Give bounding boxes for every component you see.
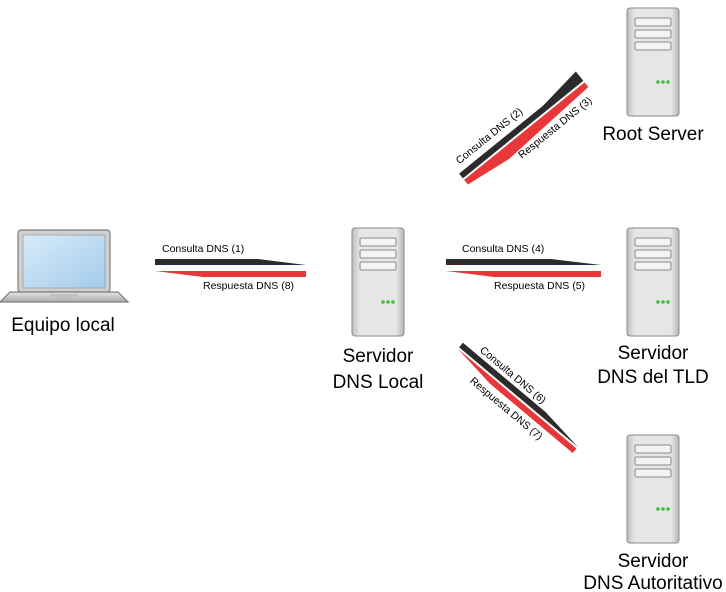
auth-server-label-line1: Servidor	[618, 551, 689, 572]
response-arrow-3	[464, 82, 589, 185]
query-arrow-1	[155, 259, 306, 265]
local-dns-label-line1: Servidor	[343, 346, 414, 367]
response-arrow-5	[446, 271, 601, 277]
root-server-icon	[626, 7, 680, 117]
query-arrow-1-label: Consulta DNS (1)	[162, 243, 244, 255]
authoritative-server-icon	[626, 434, 680, 544]
auth-server-label-line2: DNS Autoritativo	[583, 573, 722, 592]
laptop-label: Equipo local	[11, 315, 115, 336]
query-arrow-4	[446, 259, 601, 265]
tld-server-label-line2: DNS del TLD	[597, 367, 709, 388]
response-arrow-8	[155, 271, 306, 277]
tld-server-icon	[626, 227, 680, 337]
tld-server-label-line1: Servidor	[618, 343, 689, 364]
response-arrow-7	[457, 348, 577, 454]
laptop-icon	[0, 229, 130, 303]
local-dns-label-line2: DNS Local	[333, 372, 424, 393]
root-server-label: Root Server	[602, 124, 704, 145]
response-arrow-3-label: Respuesta DNS (3)	[516, 95, 594, 162]
query-arrow-6	[459, 342, 578, 447]
response-arrow-8-label: Respuesta DNS (8)	[203, 280, 294, 292]
query-arrow-4-label: Consulta DNS (4)	[462, 243, 544, 255]
query-arrow-2	[459, 71, 584, 179]
response-arrow-5-label: Respuesta DNS (5)	[494, 280, 585, 292]
local-dns-server-icon	[351, 227, 405, 337]
